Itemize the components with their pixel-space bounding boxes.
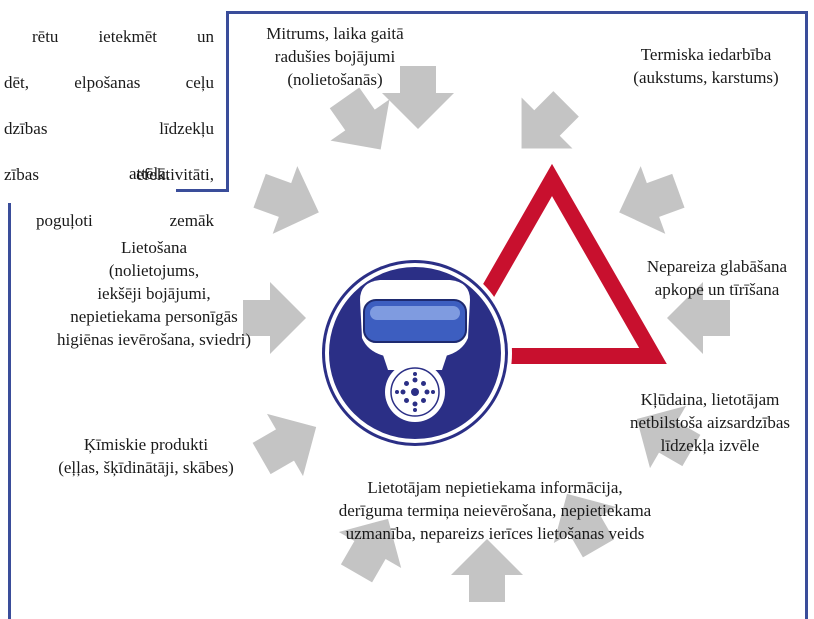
factor-storage: Nepareiza glabāšana apkope un tīrīšana <box>646 257 788 299</box>
frame-right-border <box>805 11 808 619</box>
warning-triangle-icon <box>437 163 667 364</box>
frame-divider-horizontal <box>176 189 229 192</box>
intro-text: rētu ietekmēt un dēt, elpošanas ceļu dzī… <box>0 2 214 255</box>
factor-information: Lietotājam nepietiekama informācija, der… <box>338 478 652 543</box>
frame-inner-left-border <box>8 203 11 619</box>
intro-line-last: attēlā. <box>128 164 170 183</box>
factor-humidity: Mitrums, laika gaitā radušies bojājumi (… <box>266 24 404 89</box>
intro-line: zības efektivitāti, <box>4 165 214 184</box>
inward-arrow-icon <box>451 539 523 602</box>
respirator-mask-icon <box>318 256 512 450</box>
frame-divider-vertical <box>226 11 229 191</box>
factor-usage: Lietošana (nolietojums, iekšēji bojājumi… <box>56 238 251 349</box>
inward-arrow-icon <box>247 156 332 247</box>
intro-line: poguļoti zemāk <box>36 211 214 230</box>
inward-arrow-icon <box>606 156 691 247</box>
factor-chemical: Ķīmiskie produkti (eļļas, šķīdinātāji, s… <box>58 435 234 477</box>
inward-arrow-icon <box>496 78 592 174</box>
inward-arrow-icon <box>315 77 411 171</box>
factor-thermal: Termiska iedarbība (aukstums, karstums) <box>633 45 779 87</box>
frame-top-border <box>229 11 807 14</box>
intro-line: dzības līdzekļu <box>4 119 214 138</box>
intro-line: dēt, elpošanas ceļu <box>4 73 214 92</box>
factor-selection: Kļūdaina, lietotājam netbilstoša aizsard… <box>629 390 791 455</box>
intro-line: rētu ietekmēt un <box>32 27 214 46</box>
